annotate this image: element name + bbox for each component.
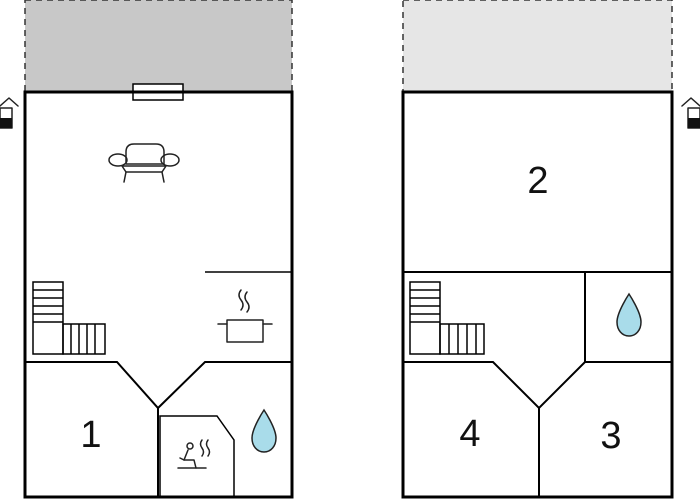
water-drop-icon-upper bbox=[616, 292, 642, 337]
room-number-3: 3 bbox=[600, 415, 621, 457]
water-drop-icon bbox=[251, 408, 277, 453]
interior-wall bbox=[25, 361, 292, 410]
stairs-icon bbox=[32, 281, 106, 355]
room-number-2: 2 bbox=[527, 160, 548, 202]
terrace-upper-floor bbox=[402, 0, 673, 93]
sauna-room bbox=[159, 415, 235, 497]
house-entrance-icon bbox=[0, 97, 19, 129]
upper-floor-outline bbox=[401, 90, 674, 499]
interior-wall-hall bbox=[403, 361, 672, 410]
sauna-icon bbox=[177, 439, 211, 469]
stairs-icon-upper bbox=[409, 281, 485, 355]
upper-floor-plan: 2 4 3 bbox=[401, 0, 700, 499]
room-number-1: 1 bbox=[80, 414, 101, 456]
kitchen-pot-icon bbox=[217, 289, 273, 343]
sofa-icon bbox=[108, 143, 180, 183]
terrace-ground-floor bbox=[24, 0, 293, 93]
room-number-4: 4 bbox=[459, 413, 480, 455]
ground-floor-plan: 1 bbox=[0, 0, 294, 499]
house-entrance-icon-upper bbox=[681, 97, 700, 129]
